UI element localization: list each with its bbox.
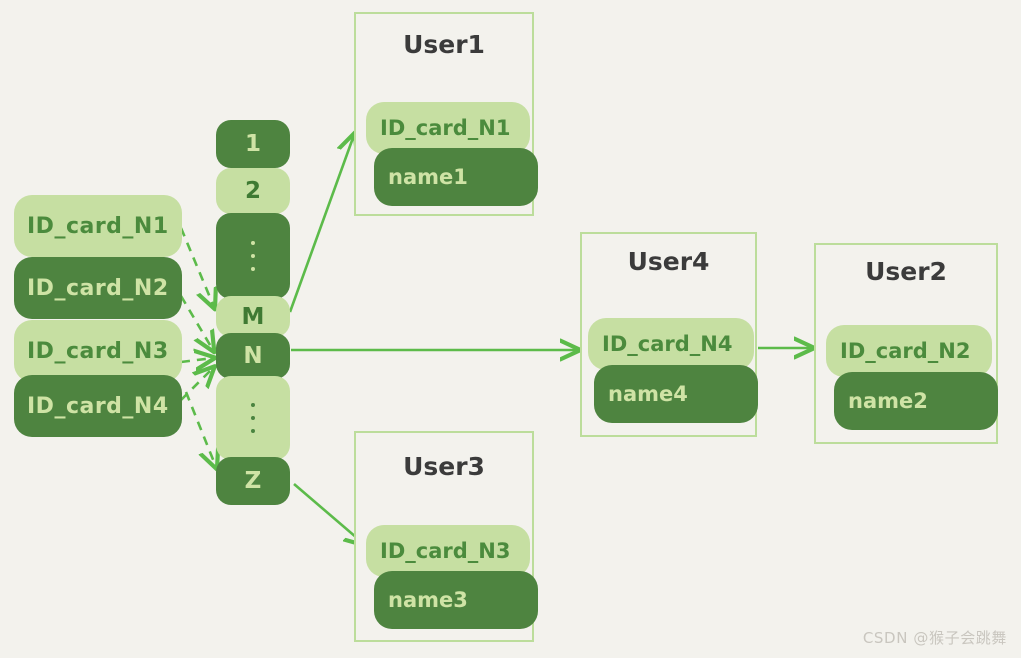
user-card-user2[interactable]: User2 ID_card_N2 name2	[814, 243, 998, 444]
user4-title: User4	[627, 247, 710, 276]
link-idcard1-to-bucketM	[179, 227, 214, 307]
bucket-ellipsis-lower	[216, 376, 290, 460]
id-card-pill-1[interactable]: ID_card_N1	[14, 195, 182, 257]
csdn-watermark: CSDN @猴子会跳舞	[862, 629, 1007, 647]
user4-id-card: ID_card_N4	[588, 318, 754, 370]
user3-name: name3	[374, 571, 538, 629]
id-card-pill-2[interactable]: ID_card_N2	[14, 257, 182, 319]
user2-name: name2	[834, 372, 998, 430]
link-idcard2-to-bucketN	[179, 295, 213, 350]
vertical-ellipsis-icon	[251, 213, 255, 299]
user-card-user4[interactable]: User4 ID_card_N4 name4	[580, 232, 758, 437]
bucket-ellipsis-upper	[216, 213, 290, 299]
id-card-pill-4[interactable]: ID_card_N4	[14, 375, 182, 437]
id-card-pill-3[interactable]: ID_card_N3	[14, 320, 182, 382]
bucket-2[interactable]: 2	[216, 168, 290, 214]
user1-title: User1	[403, 30, 485, 59]
bucket-1[interactable]: 1	[216, 120, 290, 168]
link-bucketM-to-user1	[288, 135, 354, 313]
user1-id-card: ID_card_N1	[366, 102, 530, 154]
link-idcard4-to-bucketZ	[184, 391, 216, 467]
user3-id-card: ID_card_N3	[366, 525, 530, 577]
user1-name: name1	[374, 148, 538, 206]
user-card-user1[interactable]: User1 ID_card_N1 name1	[354, 12, 538, 216]
vertical-ellipsis-icon	[251, 376, 255, 460]
user2-title: User2	[865, 257, 947, 286]
user4-name: name4	[594, 365, 758, 423]
bucket-M[interactable]: M	[216, 296, 290, 337]
link-idcard3-to-bucketN	[180, 358, 213, 362]
user3-title: User3	[403, 452, 485, 481]
link-idcard4-to-bucketN	[180, 368, 213, 401]
user-card-user3[interactable]: User3 ID_card_N3 name3	[354, 431, 538, 642]
bucket-N[interactable]: N	[216, 333, 290, 379]
user2-id-card: ID_card_N2	[826, 325, 992, 377]
bucket-Z[interactable]: Z	[216, 457, 290, 505]
